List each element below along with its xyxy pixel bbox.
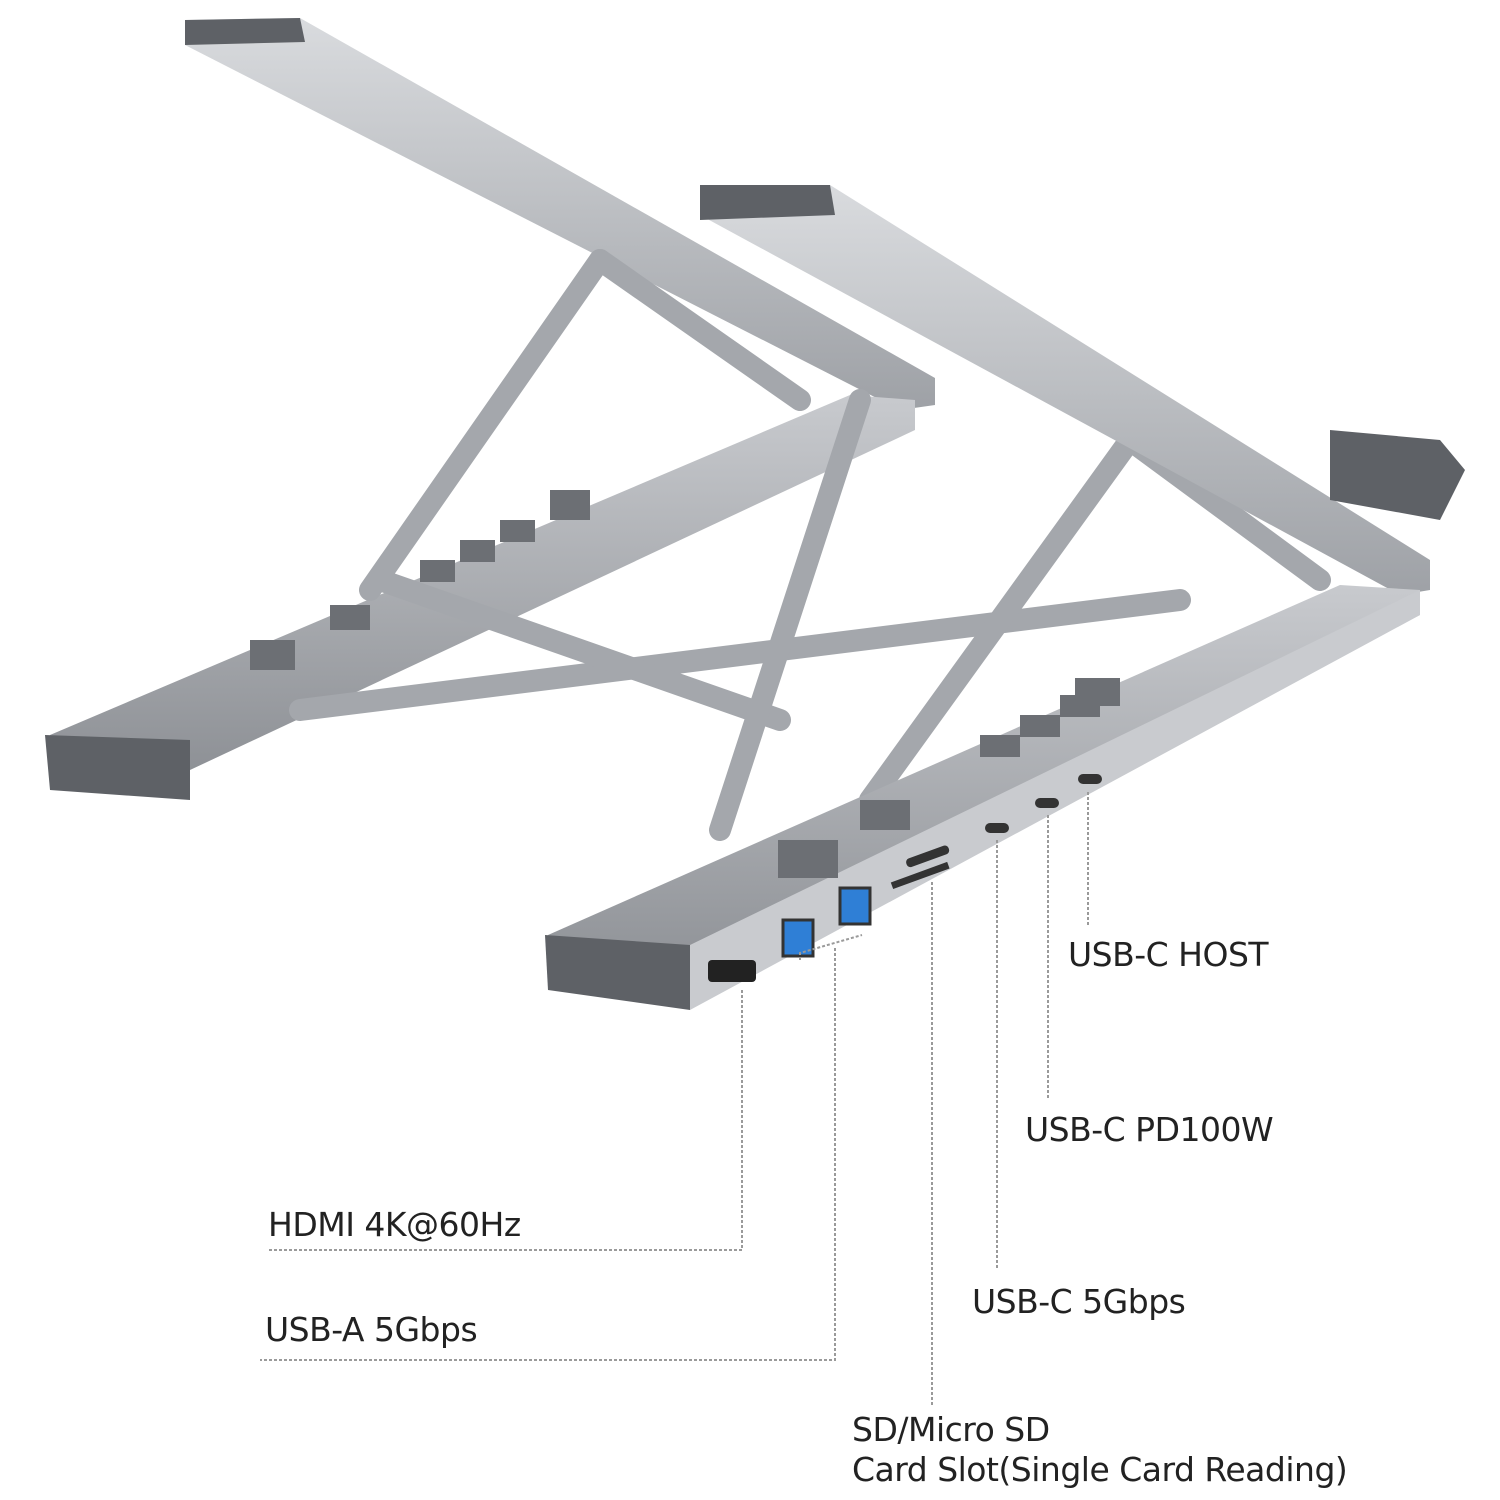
sd-slot: [890, 861, 950, 890]
front-notches: [778, 678, 1120, 878]
front-top-plate: [700, 185, 1465, 595]
microsd-slot: [906, 845, 950, 868]
front-base-rail: [545, 585, 1420, 1010]
hdmi-label: HDMI 4K@60Hz: [268, 1205, 521, 1244]
hdmi-leader: [268, 990, 743, 1251]
rear-base-rail: [45, 395, 915, 800]
usb-c-port-data: [985, 823, 1009, 833]
sd-label-line1: SD/Micro SD: [852, 1410, 1050, 1449]
ports: [708, 774, 1102, 982]
rear-notches: [250, 490, 590, 670]
usb-c-data-label: USB-C 5Gbps: [972, 1282, 1186, 1321]
rear-top-plate: [185, 18, 935, 410]
usb-a-leader: [799, 934, 863, 960]
usb-a-leader-2: [260, 948, 836, 1361]
usb-a-label: USB-A 5Gbps: [265, 1310, 478, 1349]
usb-c-port-pd: [1035, 798, 1059, 808]
usb-c-pd-label: USB-C PD100W: [1025, 1110, 1274, 1149]
usb-a-port-2: [838, 886, 872, 926]
hdmi-port: [708, 960, 756, 982]
usb-c-host-label: USB-C HOST: [1068, 935, 1269, 974]
leader-lines: [260, 792, 1089, 1405]
support-braces: [289, 249, 1331, 841]
usb-c-port-host: [1078, 774, 1102, 784]
sd-label-line2: Card Slot(Single Card Reading): [852, 1450, 1348, 1489]
